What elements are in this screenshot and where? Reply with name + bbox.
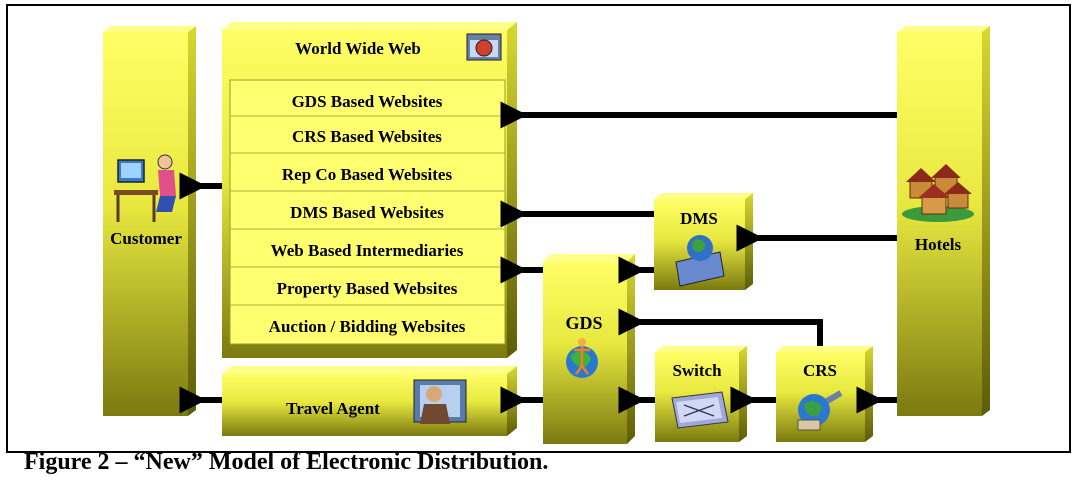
globe-figure-icon xyxy=(566,338,598,378)
figure-frame xyxy=(6,4,1071,453)
website-repco: Rep Co Based Websites xyxy=(282,165,453,184)
website-property: Property Based Websites xyxy=(277,279,458,298)
customer-label: Customer xyxy=(110,229,182,248)
crs-label: CRS xyxy=(803,361,837,380)
figure-caption: Figure 2 – “New” Model of Electronic Dis… xyxy=(24,449,549,475)
customer-pillar xyxy=(103,26,196,416)
agent-person-icon xyxy=(413,379,467,424)
satellite-globe-icon xyxy=(797,390,843,431)
website-crs: CRS Based Websites xyxy=(292,127,442,146)
switch-label: Switch xyxy=(672,361,722,380)
globe-browser-icon xyxy=(466,33,502,61)
houses-icon xyxy=(902,164,974,222)
hotels-pillar xyxy=(897,26,990,416)
travel-agent-label: Travel Agent xyxy=(286,399,380,418)
arrow-crs-to-gds xyxy=(618,308,823,346)
network-switch-icon xyxy=(671,391,729,429)
flow-arrows xyxy=(179,101,897,414)
hotels-label: Hotels xyxy=(915,235,962,254)
computer-user-icon xyxy=(114,154,176,222)
website-gds: GDS Based Websites xyxy=(292,92,443,111)
website-list-panel xyxy=(229,79,506,345)
website-auction: Auction / Bidding Websites xyxy=(269,317,466,336)
www-title: World Wide Web xyxy=(295,39,421,58)
dms-label: DMS xyxy=(680,209,718,228)
globe-map-icon xyxy=(675,235,725,287)
website-dms: DMS Based Websites xyxy=(290,203,444,222)
website-intermediaries: Web Based Intermediaries xyxy=(271,241,464,260)
website-rows xyxy=(230,115,505,306)
gds-label: GDS xyxy=(565,313,602,333)
gds-box xyxy=(543,254,635,444)
